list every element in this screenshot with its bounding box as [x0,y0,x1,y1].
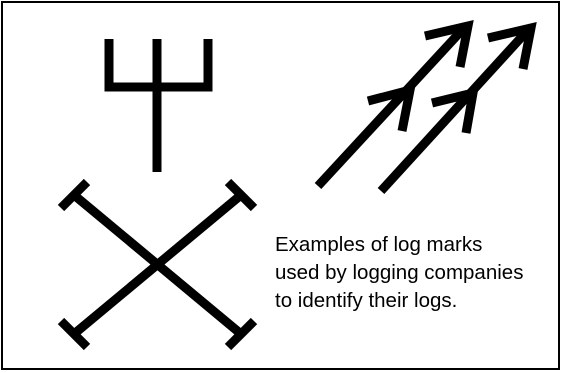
caption-line-3: to identify their logs. [275,289,458,312]
end-bar-bottom-left [57,317,91,351]
end-bar-bottom-right [224,317,258,351]
arrow-head-lower-outer [486,22,537,70]
arrow-head-lower-inner [430,86,479,134]
x-bar-mark [57,178,258,351]
double-arrow-mark [314,20,537,195]
end-bar-top-right [224,178,258,212]
x-diagonal-up [71,191,244,338]
caption-line-2: used by logging companies [275,261,524,284]
arrow-head-upper-inner [366,83,416,132]
caption-line-1: Examples of log marks [275,233,483,256]
arrow-shaft-lower [377,26,532,195]
end-bar-top-left [57,178,91,212]
arrow-head-upper-outer [423,20,474,68]
figure-caption: Examples of log marks used by logging co… [275,231,545,315]
arrow-shaft-upper [314,24,468,190]
trident-mark [104,39,213,172]
